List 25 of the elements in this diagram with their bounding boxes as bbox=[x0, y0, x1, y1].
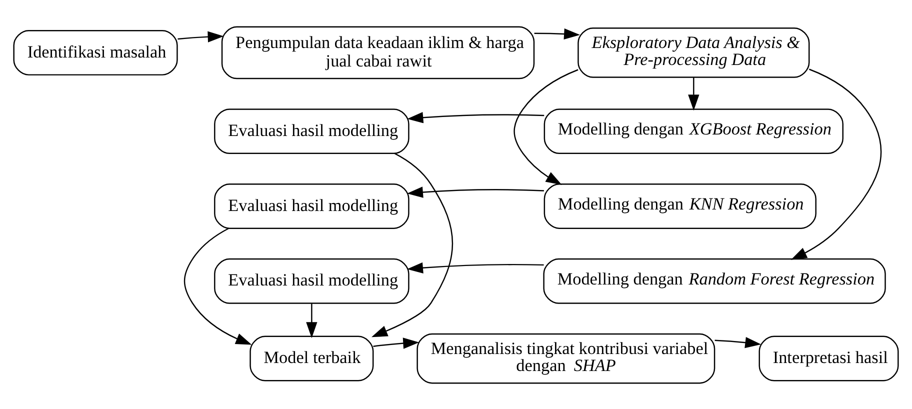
arrow bbox=[534, 28, 580, 40]
node-box: Eksploratory Data Analysis & Pre-processing Data bbox=[578, 27, 810, 78]
arrow bbox=[688, 77, 700, 110]
node-box: Interpretasi hasil bbox=[758, 335, 899, 381]
node-box: Modelling dengan XGBoost Regression bbox=[544, 108, 844, 154]
node-box: Model terbaik bbox=[250, 335, 374, 381]
arrow bbox=[407, 112, 544, 123]
arrow bbox=[373, 337, 420, 348]
node-box: Modelling dengan KNN Regression bbox=[544, 183, 816, 228]
arrow bbox=[406, 186, 544, 198]
node-box: Evaluasi hasil modelling bbox=[214, 258, 410, 304]
node-box: Identifikasi masalah bbox=[13, 29, 178, 75]
arrow bbox=[306, 303, 318, 338]
arrow bbox=[714, 336, 762, 348]
arrow bbox=[790, 68, 882, 260]
arrow bbox=[178, 30, 224, 42]
arrow bbox=[184, 227, 252, 344]
arrow bbox=[514, 68, 578, 184]
node-box: Menganalisis tingkat kontribusi variabel dengan SHAP bbox=[416, 332, 716, 384]
arrow bbox=[407, 262, 544, 273]
node-box: Modelling dengan Random Forest Regression bbox=[543, 258, 886, 304]
node-box: Evaluasi hasil modelling bbox=[214, 108, 410, 154]
node-box: Evaluasi hasil modelling bbox=[214, 183, 410, 228]
arrow bbox=[371, 152, 454, 337]
node-box: Pengumpulan data keadaan iklim & harga jual cabai rawit bbox=[221, 26, 535, 79]
